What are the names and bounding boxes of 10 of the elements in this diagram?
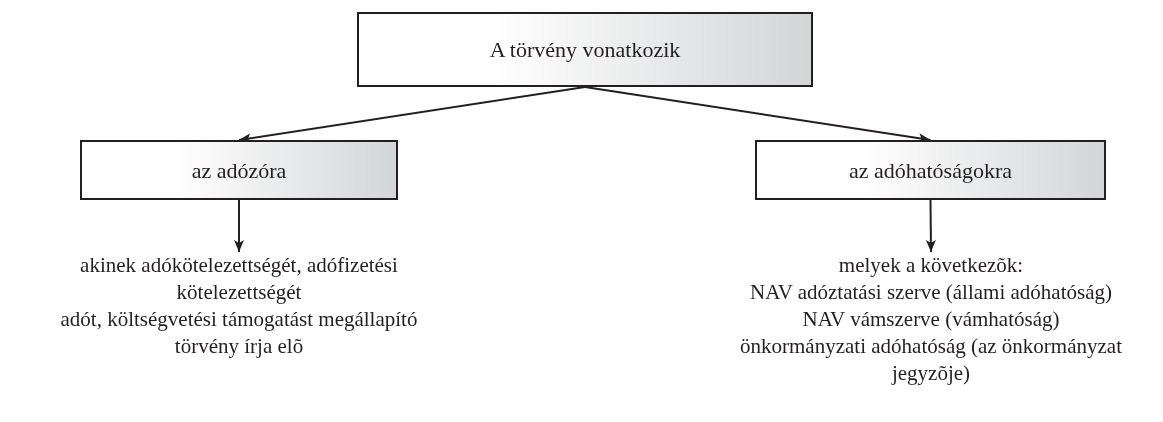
process-box: az adózóra <box>80 140 398 200</box>
description-text: önkormányzati adóhatóság (az önkormányzat jegyzõje) <box>739 333 1123 387</box>
description-text: adót, költségvetési támogatást megállapító törvény írja elõ <box>59 306 419 360</box>
description-text: melyek a következõk: <box>838 252 1024 279</box>
description-text: NAV adóztatási szerve (állami adóhatóság) <box>750 279 1112 306</box>
description-text: NAV vámszerve (vámhatóság) <box>802 306 1060 333</box>
arrow <box>234 199 244 253</box>
process-box: A törvény vonatkozik <box>357 12 813 87</box>
process-box: az adóhatóságokra <box>755 140 1106 200</box>
arrow <box>925 199 936 253</box>
